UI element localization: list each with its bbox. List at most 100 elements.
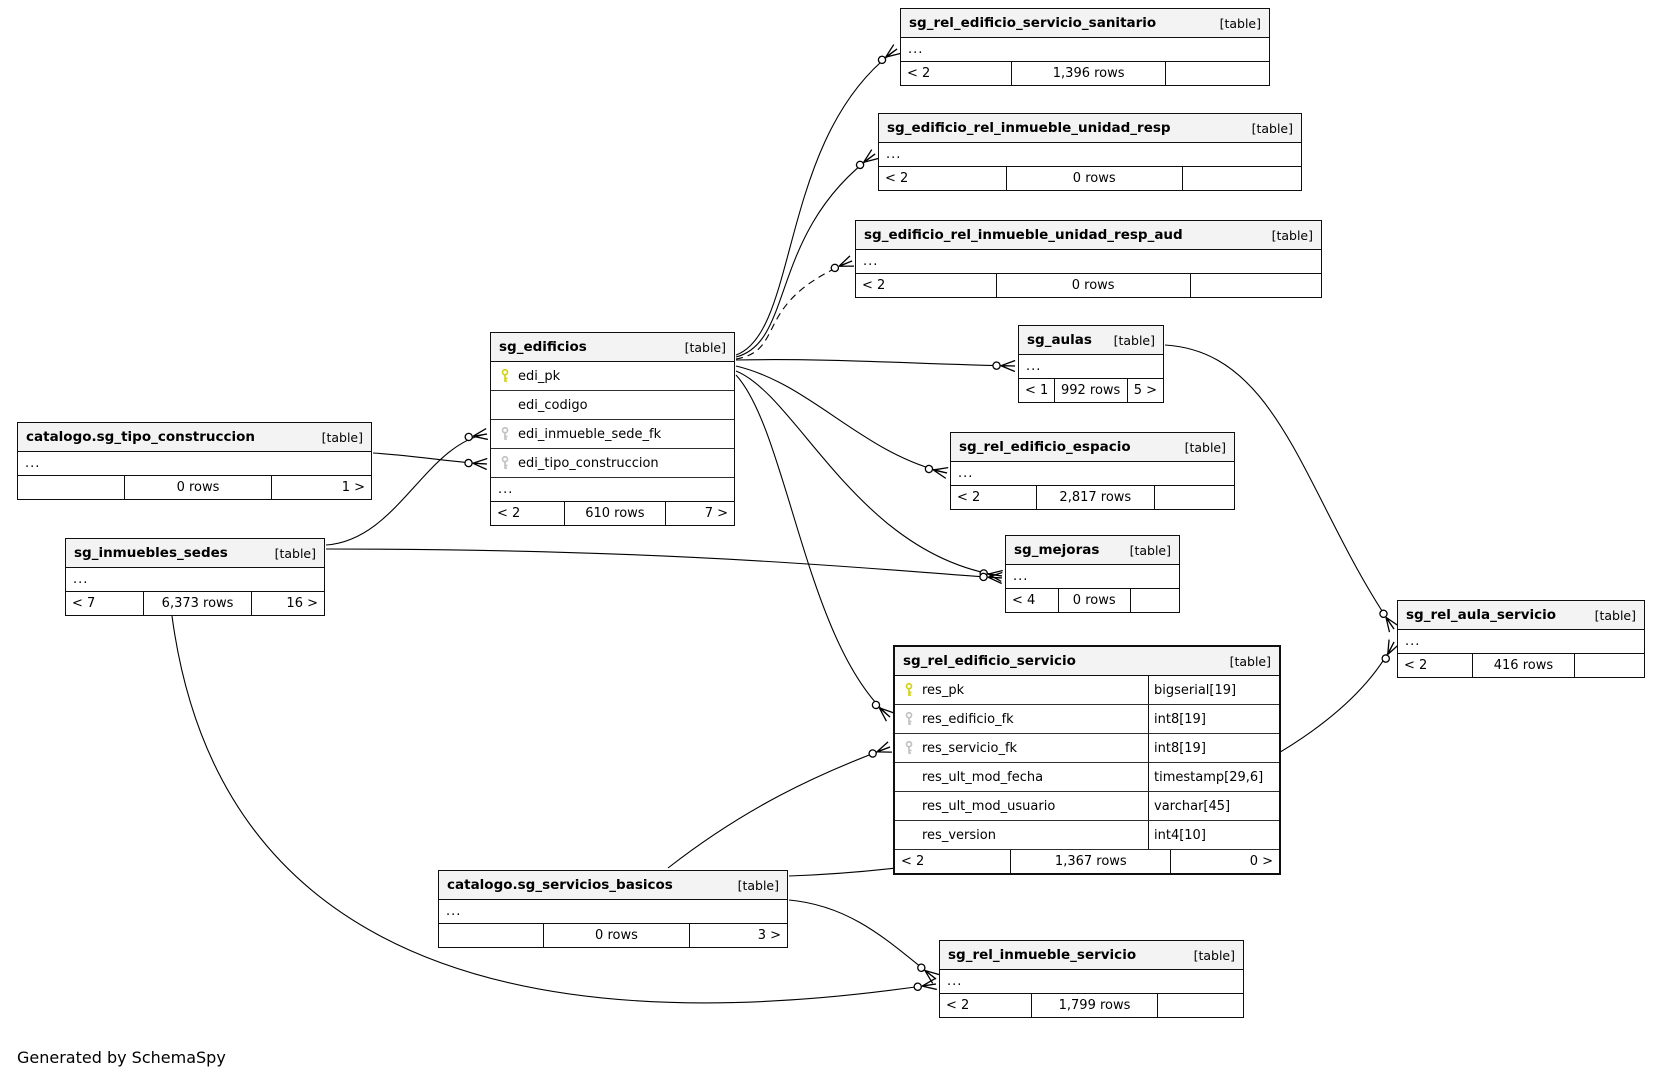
table-header[interactable]: catalogo.sg_servicios_basicos [table] bbox=[439, 871, 787, 900]
column-row[interactable]: edi_codigo bbox=[491, 391, 734, 420]
row-count: 0 rows bbox=[995, 274, 1191, 297]
row-count: 1,367 rows bbox=[1010, 850, 1172, 873]
table-header[interactable]: sg_edificio_rel_inmueble_unidad_resp_aud… bbox=[856, 221, 1321, 250]
children-count bbox=[1131, 589, 1179, 612]
row-count: 2,817 rows bbox=[1035, 486, 1155, 509]
table-header[interactable]: sg_rel_edificio_servicio_sanitario [tabl… bbox=[901, 9, 1269, 38]
table-header[interactable]: sg_rel_edificio_servicio [table] bbox=[895, 647, 1279, 676]
table-node-sg-edificio-rel-inmueble-unidad-resp[interactable]: sg_edificio_rel_inmueble_unidad_resp [ta… bbox=[878, 113, 1302, 191]
columns-ellipsis: ... bbox=[1019, 355, 1163, 379]
table-node-sg-rel-edificio-servicio[interactable]: sg_rel_edificio_servicio [table] res_pk … bbox=[893, 645, 1281, 875]
table-header[interactable]: sg_aulas [table] bbox=[1019, 326, 1163, 355]
column-name: edi_codigo bbox=[518, 397, 588, 413]
columns-ellipsis: ... bbox=[1006, 565, 1179, 589]
column-type: timestamp[29,6] bbox=[1148, 763, 1279, 791]
column-type: bigserial[19] bbox=[1148, 676, 1279, 704]
column-row[interactable]: res_pk bigserial[19] bbox=[895, 676, 1279, 705]
children-count bbox=[1183, 167, 1301, 190]
foreign-key-icon bbox=[902, 711, 915, 727]
edge-inmuebles-sedes-to-rel-inmueble-servicio bbox=[171, 615, 937, 1004]
row-count: 416 rows bbox=[1471, 654, 1576, 677]
children-count: 5 > bbox=[1133, 383, 1157, 398]
table-type-badge: [table] bbox=[1193, 947, 1235, 963]
parents-count bbox=[439, 924, 543, 947]
table-name: sg_inmuebles_sedes bbox=[74, 545, 228, 561]
table-type-badge: [table] bbox=[1251, 120, 1293, 136]
table-header[interactable]: sg_rel_inmueble_servicio [table] bbox=[940, 941, 1243, 970]
table-type-badge: [table] bbox=[1271, 227, 1313, 243]
table-header[interactable]: catalogo.sg_tipo_construccion [table] bbox=[18, 423, 371, 452]
table-stats: < 2 0 rows bbox=[856, 274, 1321, 297]
column-row[interactable]: res_ult_mod_fecha timestamp[29,6] bbox=[895, 763, 1279, 792]
table-stats: < 1 992 rows 5 > bbox=[1019, 379, 1163, 402]
column-row[interactable]: res_servicio_fk int8[19] bbox=[895, 734, 1279, 763]
table-header[interactable]: sg_mejoras [table] bbox=[1006, 536, 1179, 565]
edge-tipo-construccion-to-edificios bbox=[372, 452, 488, 471]
row-count: 0 rows bbox=[1057, 589, 1131, 612]
column-row[interactable]: edi_tipo_construccion bbox=[491, 449, 734, 478]
column-name: res_ult_mod_usuario bbox=[922, 798, 1056, 814]
table-header[interactable]: sg_rel_aula_servicio [table] bbox=[1398, 601, 1644, 630]
column-type: varchar[45] bbox=[1148, 792, 1279, 820]
table-header[interactable]: sg_inmuebles_sedes [table] bbox=[66, 539, 324, 568]
table-stats: 0 rows 3 > bbox=[439, 924, 787, 947]
column-row[interactable]: edi_inmueble_sede_fk bbox=[491, 420, 734, 449]
children-count: 0 > bbox=[1249, 854, 1273, 869]
table-node-sg-rel-edificio-servicio-sanitario[interactable]: sg_rel_edificio_servicio_sanitario [tabl… bbox=[900, 8, 1270, 86]
row-count: 6,373 rows bbox=[143, 592, 252, 615]
children-count bbox=[1158, 994, 1243, 1017]
parents-count: < 2 bbox=[862, 278, 886, 293]
parents-count: < 1 bbox=[1025, 383, 1049, 398]
table-stats: < 4 0 rows bbox=[1006, 589, 1179, 612]
edge-inmuebles-sedes-to-edificios bbox=[325, 428, 489, 546]
table-stats: < 2 1,367 rows 0 > bbox=[895, 850, 1279, 873]
table-node-sg-edificios[interactable]: sg_edificios [table] edi_pk edi_codigo e… bbox=[490, 332, 735, 526]
table-type-badge: [table] bbox=[737, 877, 779, 893]
column-row[interactable]: edi_pk bbox=[491, 362, 734, 391]
parents-count: < 2 bbox=[497, 506, 521, 521]
table-node-sg-rel-inmueble-servicio[interactable]: sg_rel_inmueble_servicio [table] ... < 2… bbox=[939, 940, 1244, 1018]
edge-edificios-to-edificio-rel-inmueble-unidad-resp-aud bbox=[735, 255, 855, 360]
table-node-sg-rel-edificio-espacio[interactable]: sg_rel_edificio_espacio [table] ... < 2 … bbox=[950, 432, 1235, 510]
column-row[interactable]: res_edificio_fk int8[19] bbox=[895, 705, 1279, 734]
table-stats: < 2 1,396 rows bbox=[901, 62, 1269, 85]
table-node-sg-rel-aula-servicio[interactable]: sg_rel_aula_servicio [table] ... < 2 416… bbox=[1397, 600, 1645, 678]
column-name: res_pk bbox=[922, 682, 965, 698]
column-type: int8[19] bbox=[1148, 705, 1279, 733]
edge-edificios-to-aulas bbox=[735, 359, 1016, 373]
parents-count: < 2 bbox=[907, 66, 931, 81]
row-count: 992 rows bbox=[1053, 379, 1128, 402]
columns-ellipsis: ... bbox=[879, 143, 1301, 167]
table-type-badge: [table] bbox=[1219, 15, 1261, 31]
table-node-catalogo-sg-servicios-basicos[interactable]: catalogo.sg_servicios_basicos [table] ..… bbox=[438, 870, 788, 948]
edge-inmuebles-sedes-to-mejoras bbox=[325, 548, 1003, 585]
table-name: sg_rel_edificio_servicio bbox=[903, 653, 1076, 669]
column-row[interactable]: res_ult_mod_usuario varchar[45] bbox=[895, 792, 1279, 821]
row-count: 1,396 rows bbox=[1011, 62, 1166, 85]
table-type-badge: [table] bbox=[321, 429, 363, 445]
table-name: sg_mejoras bbox=[1014, 542, 1100, 558]
table-type-badge: [table] bbox=[684, 339, 726, 355]
parents-count: < 7 bbox=[72, 596, 96, 611]
table-node-sg-inmuebles-sedes[interactable]: sg_inmuebles_sedes [table] ... < 7 6,373… bbox=[65, 538, 325, 616]
table-node-catalogo-sg-tipo-construccion[interactable]: catalogo.sg_tipo_construccion [table] ..… bbox=[17, 422, 372, 500]
table-stats: 0 rows 1 > bbox=[18, 476, 371, 499]
table-type-badge: [table] bbox=[1113, 332, 1155, 348]
table-stats: < 7 6,373 rows 16 > bbox=[66, 592, 324, 615]
table-name: sg_rel_edificio_espacio bbox=[959, 439, 1131, 455]
table-header[interactable]: sg_rel_edificio_espacio [table] bbox=[951, 433, 1234, 462]
column-name: res_servicio_fk bbox=[922, 740, 1018, 756]
table-stats: < 2 2,817 rows bbox=[951, 486, 1234, 509]
table-header[interactable]: sg_edificios [table] bbox=[491, 333, 734, 362]
row-count: 0 rows bbox=[123, 476, 273, 499]
edge-servicios-basicos-to-rel-edificio-servicio bbox=[667, 741, 892, 869]
table-node-sg-edificio-rel-inmueble-unidad-resp-aud[interactable]: sg_edificio_rel_inmueble_unidad_resp_aud… bbox=[855, 220, 1322, 298]
row-count: 0 rows bbox=[1005, 167, 1183, 190]
table-header[interactable]: sg_edificio_rel_inmueble_unidad_resp [ta… bbox=[879, 114, 1301, 143]
parents-count: < 2 bbox=[946, 998, 970, 1013]
table-node-sg-mejoras[interactable]: sg_mejoras [table] ... < 4 0 rows bbox=[1005, 535, 1180, 613]
table-name: sg_rel_inmueble_servicio bbox=[948, 947, 1137, 963]
column-row[interactable]: res_version int4[10] bbox=[895, 821, 1279, 850]
table-node-sg-aulas[interactable]: sg_aulas [table] ... < 1 992 rows 5 > bbox=[1018, 325, 1164, 403]
